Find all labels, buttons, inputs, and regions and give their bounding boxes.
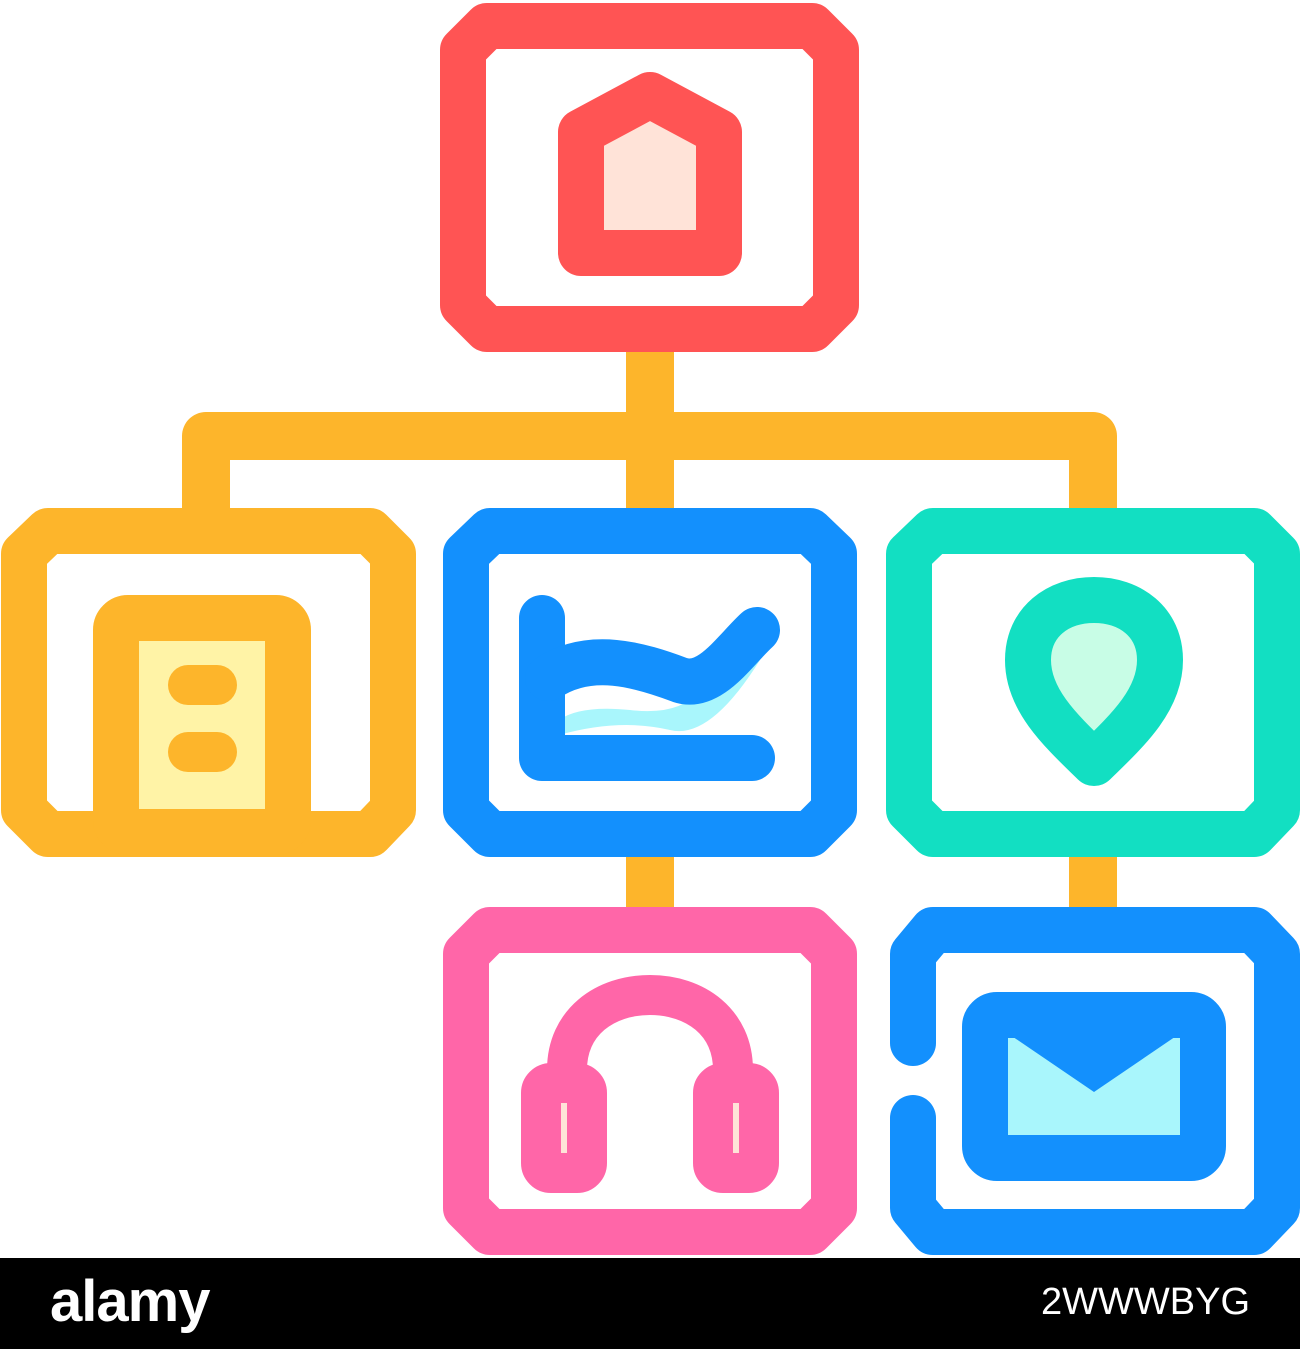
brand-logo: alamy	[50, 1269, 210, 1334]
connector-lines	[182, 350, 1117, 910]
home-icon	[558, 72, 742, 276]
node-support	[443, 907, 857, 1255]
org-chart-illustration	[1, 3, 1300, 1255]
map-pin-icon	[1005, 577, 1183, 786]
node-frame	[886, 508, 1300, 857]
connector-branch	[182, 412, 1117, 512]
node-frame	[440, 3, 859, 352]
node-home	[440, 3, 859, 352]
line-chart-icon	[519, 595, 780, 781]
node-frame	[890, 907, 1300, 1255]
node-frame	[443, 508, 857, 857]
node-mail	[890, 907, 1300, 1255]
envelope-icon	[962, 992, 1226, 1181]
node-building	[1, 508, 416, 857]
building-icon	[93, 595, 311, 855]
image-id-label: 2WWWBYG	[1041, 1281, 1250, 1323]
node-location	[886, 508, 1300, 857]
node-frame	[1, 508, 416, 857]
node-frame	[443, 907, 857, 1255]
node-chart	[443, 508, 857, 857]
watermark-footer: alamy 2WWWBYG	[0, 1258, 1300, 1349]
headphones-icon	[521, 974, 779, 1193]
